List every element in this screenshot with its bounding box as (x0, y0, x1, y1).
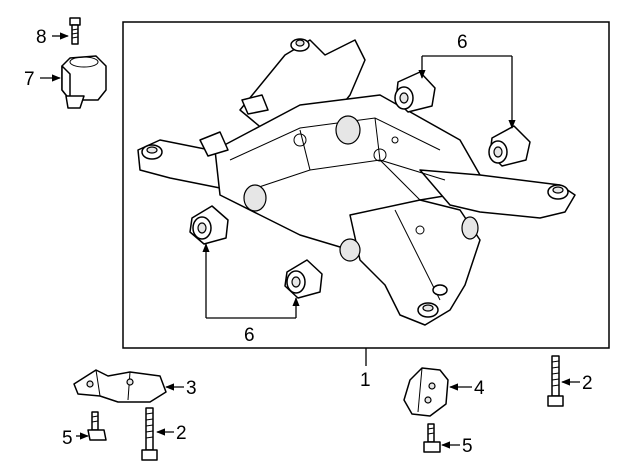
callout-6-bottom-leader (202, 243, 300, 319)
callout-4: 4 (474, 378, 485, 399)
callout-1: 1 (360, 370, 371, 391)
bolt-part-2-right[interactable] (547, 355, 564, 407)
callout-5-center: 5 (462, 436, 473, 457)
callout-6-bottom: 6 (244, 325, 255, 346)
callout-2-right: 2 (582, 373, 593, 394)
bushing-top-right[interactable] (488, 125, 531, 167)
callout-7: 7 (24, 69, 35, 90)
bolt-part-5-left[interactable] (87, 411, 107, 441)
bolt-part-8[interactable] (69, 17, 81, 45)
bolt-part-5-center[interactable] (423, 423, 441, 453)
mount-insulator-part-7[interactable] (61, 55, 107, 109)
bracket-part-4[interactable] (403, 367, 449, 417)
callout-2-left: 2 (176, 423, 187, 444)
subframe-crossmember[interactable] (137, 38, 576, 326)
bushing-top-left[interactable] (394, 71, 436, 113)
callout-8: 8 (36, 27, 47, 48)
bolt-part-2-left[interactable] (141, 407, 158, 461)
callout-6-top-leader (418, 55, 516, 129)
bushing-bottom-right[interactable] (284, 259, 323, 299)
callout-6-top: 6 (457, 32, 468, 53)
bracket-part-3[interactable] (73, 369, 167, 403)
bushing-bottom-left[interactable] (189, 205, 229, 245)
callout-3: 3 (186, 378, 197, 399)
callout-5-left: 5 (62, 428, 73, 449)
